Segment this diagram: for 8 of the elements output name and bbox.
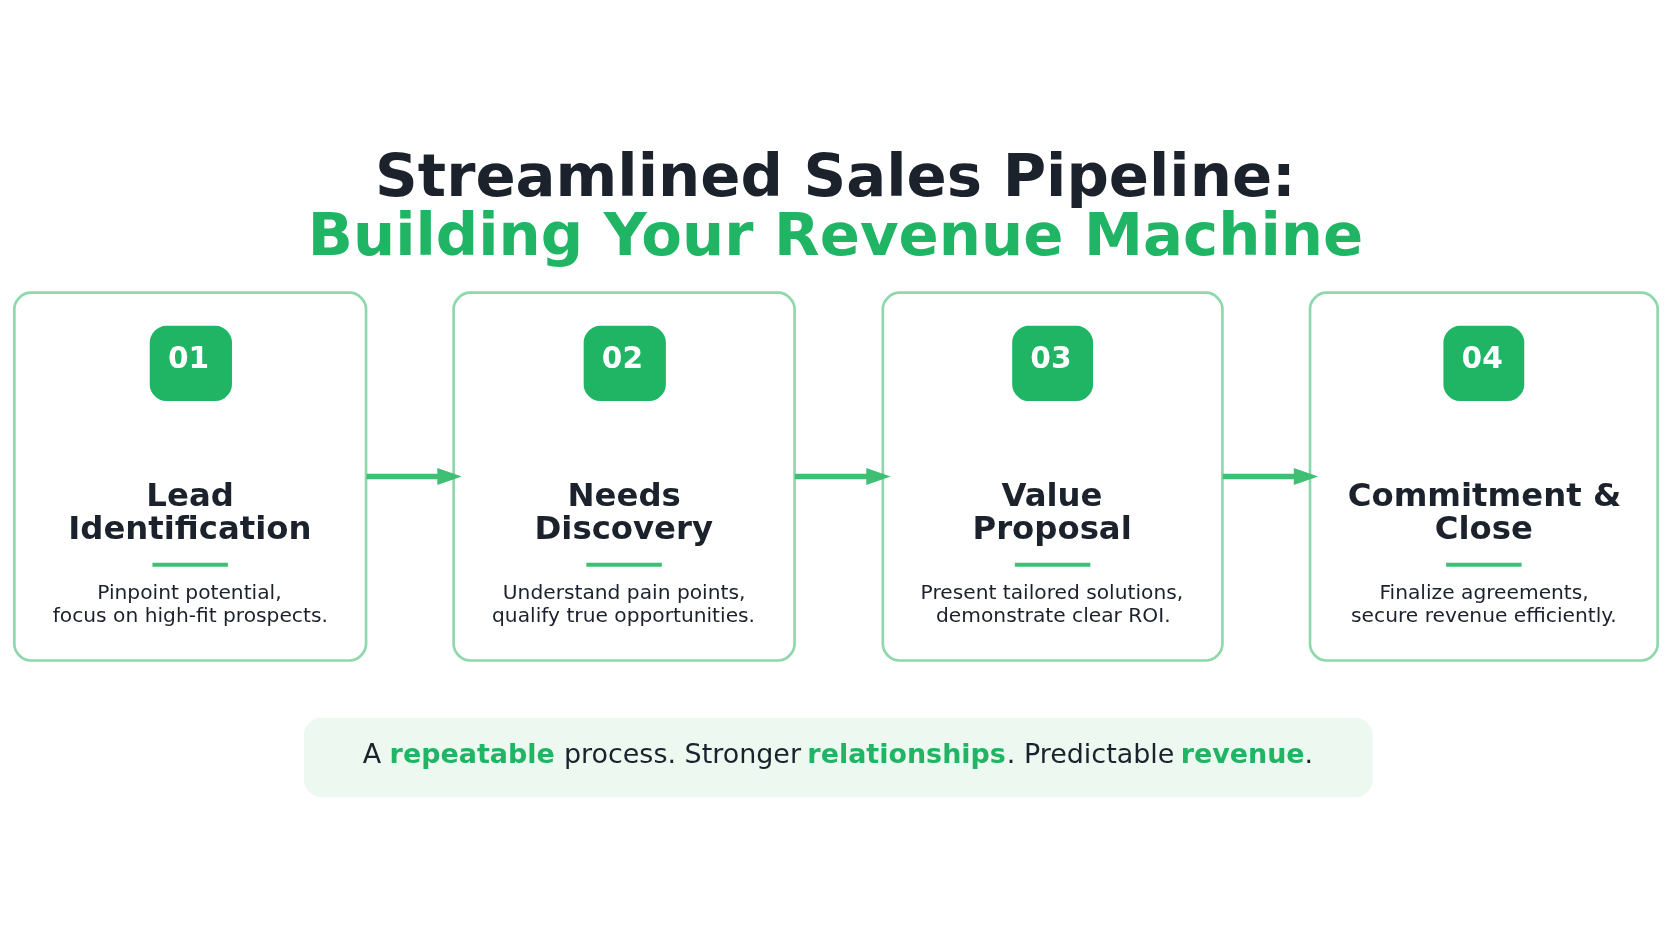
- arrow: [366, 468, 462, 486]
- node-box: 03 Value Proposal Present tailored solutions, demonstrate clear ROI.: [881, 291, 1224, 662]
- node-box: 02 Needs Discovery Understand pain points, qualify true opportunities.: [452, 291, 796, 662]
- node-box: 01 Lead Identification Pinpoint potential, focus on high-fit prospects.: [12, 291, 368, 662]
- arrow: [1222, 468, 1319, 486]
- arrow: [794, 468, 891, 486]
- node-box: 04 Commitment & Close Finalize agreements, secure revenue efficiently.: [1308, 291, 1660, 662]
- diagram-title: Streamlined Sales Pipeline: Building Your Revenue Machine: [307, 140, 1364, 270]
